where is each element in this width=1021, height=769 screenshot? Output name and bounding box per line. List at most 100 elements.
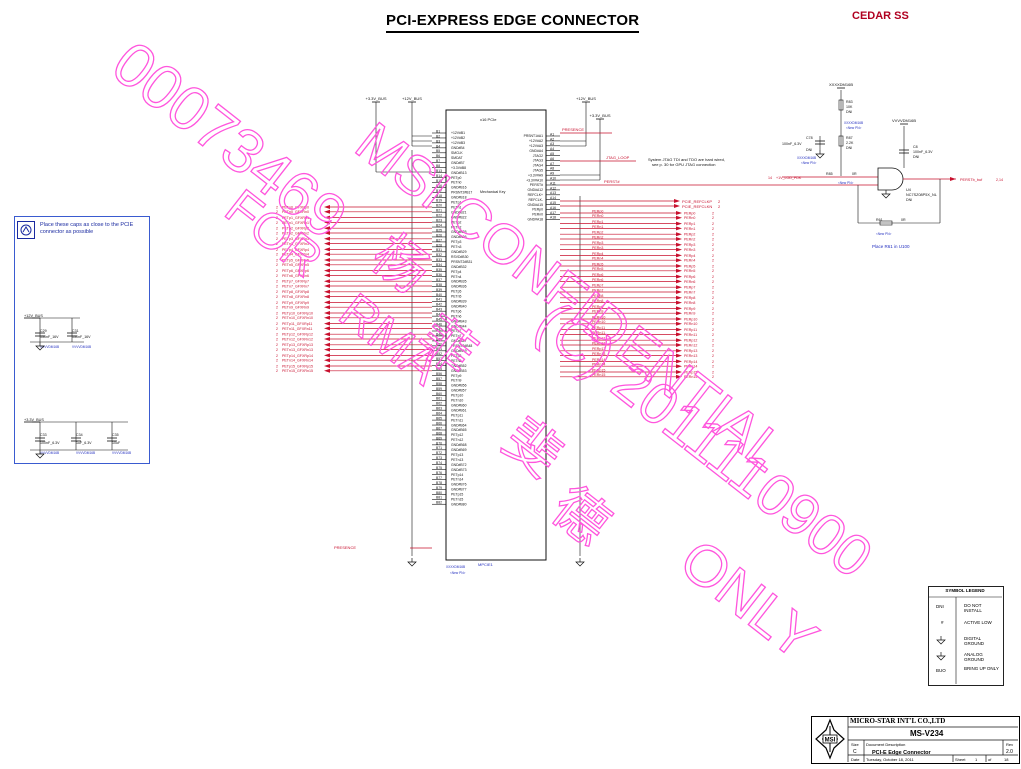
pin-name-left: GND#B57: [451, 389, 467, 393]
rx-net-sheet: 2: [712, 339, 714, 343]
pin-number-left: B78: [436, 481, 442, 485]
rx-net-label-far: PERp3: [684, 243, 695, 247]
tx-net-sheet: 2: [276, 263, 278, 267]
tx-net-label: PETp0_GFXRp0: [282, 205, 309, 209]
pin-name-left: PETn12: [451, 438, 463, 442]
legend-digital-ground: DIGITAL GROUND: [964, 636, 984, 646]
legend-title: SYMBOL LEGEND: [945, 588, 985, 593]
rx-net-sheet: 2: [712, 360, 714, 364]
sheet-label: Sheet: [955, 757, 966, 762]
watermark-cjk-4: 德: [541, 476, 620, 557]
pin-number-left: B24: [436, 223, 442, 227]
pin-name-left: PETp3: [451, 240, 461, 244]
offpage-arrow: [676, 332, 682, 337]
offpage-arrow: [324, 215, 330, 220]
pin-name-left: PETp13: [451, 453, 463, 457]
offpage-arrow: [676, 268, 682, 273]
rx-net-label-far: PERp10: [684, 317, 697, 321]
pin-number-left: B38: [436, 283, 442, 287]
rx-net-label: PERp10: [592, 315, 605, 319]
pin-number-right: A4: [550, 147, 554, 151]
document-description: PCI-E Edge Connector: [872, 750, 931, 756]
project-name: CEDAR SS: [852, 10, 909, 22]
tx-net-sheet: 2: [276, 343, 278, 347]
pin-name-left: PETn7: [451, 334, 461, 338]
rx-net-label-far: PERp15: [684, 370, 697, 374]
r61-refdes: R61: [876, 218, 883, 222]
pin-number-left: B16: [436, 184, 442, 188]
pin-number-left: B27: [436, 238, 442, 242]
c8-dni: DNI: [913, 155, 919, 159]
symbol-legend: [928, 586, 1004, 686]
info-icon: [17, 221, 35, 239]
pin-number-left: B43: [436, 308, 442, 312]
rx-net-label-far: PERp0: [684, 211, 695, 215]
legend-active-symbol: #: [941, 620, 944, 625]
rx-net-label: PERn15: [592, 373, 605, 377]
logo-text: MSI: [825, 738, 836, 744]
offpage-arrow: [324, 262, 330, 267]
pin-number-left: B71: [436, 446, 442, 450]
c31-part: VVVVDM16B: [72, 345, 91, 349]
pin-name-left: GND#B26: [451, 235, 467, 239]
rx-net-label-far: PERn14: [684, 365, 697, 369]
c31-refdes: C31: [72, 329, 79, 333]
r83-newpn: <New PN>: [846, 126, 862, 130]
rx-net-label: PERp14: [592, 358, 605, 362]
tx-net-label: PETp8_GFXRp8: [282, 290, 309, 294]
offpage-arrow: [324, 226, 330, 231]
pin-number-left: B54: [436, 362, 442, 366]
tx-net-sheet: 2: [276, 216, 278, 220]
xxx: VVVVDM16B: [892, 118, 916, 123]
rx-net-sheet: 2: [712, 264, 714, 268]
legend-bringup-symbol: BUO: [936, 668, 946, 673]
pin-name-left: PETn2: [451, 225, 461, 229]
rx-net-label-far: PERn10: [684, 322, 697, 326]
c31-value: 150nF_16V: [72, 335, 91, 339]
tx-net-sheet: 2: [276, 227, 278, 231]
place-r61-note: Place R61 in U100: [872, 244, 910, 249]
pin-name-right: +3.3V#A10: [526, 178, 543, 182]
pin-number-left: B37: [436, 278, 442, 282]
rx-net-sheet: 2: [712, 233, 714, 237]
board-model: MS-V234: [910, 729, 944, 738]
pin-number-right: A17: [550, 211, 556, 215]
rx-net-label: PERp4: [592, 252, 603, 256]
pin-name-left: PETn14: [451, 478, 463, 482]
rx-net-label-far: PERp8: [684, 296, 695, 300]
pin-number-left: B39: [436, 288, 442, 292]
offpage-arrow: [676, 295, 682, 300]
tx-net-label: PETn10_GFXRn10: [282, 316, 313, 320]
pin-name-left: GND#B7: [451, 161, 465, 165]
pin-name-left: PETn10: [451, 399, 463, 403]
offpage-arrow: [324, 289, 330, 294]
and-gate-u4: [877, 167, 904, 191]
pin-name-left: PETn0: [451, 181, 461, 185]
pin-name-left: PETn13: [451, 458, 463, 462]
r87-value: 2.2K: [846, 141, 854, 145]
ground-icon: [881, 193, 891, 199]
pin-number-left: B51: [436, 347, 442, 351]
pin-number-left: B4: [436, 144, 440, 148]
offpage-arrow: [674, 199, 680, 203]
c78-part: XXXXDM16B: [797, 156, 816, 160]
rx-net-label-far: PERp13: [684, 349, 697, 353]
tx-net-sheet: 2: [276, 221, 278, 225]
pin-number-left: B8: [436, 164, 440, 168]
rx-net-label-far: PERp9: [684, 307, 695, 311]
pin-name-left: GND#B65: [451, 428, 467, 432]
offpage-arrow: [676, 221, 682, 226]
tx-net-sheet: 2: [276, 231, 278, 235]
offpage-arrow: [324, 342, 330, 347]
rx-net-sheet: 2: [712, 317, 714, 321]
offpage-arrow: [676, 353, 682, 358]
u4-dni: DNI: [906, 198, 912, 202]
pin-name-left: GND#B60: [451, 403, 467, 407]
rx-net-label: PERp8: [592, 294, 603, 298]
rx-net-sheet: 2: [712, 349, 714, 353]
offpage-arrow: [324, 231, 330, 235]
offpage-arrow: [324, 364, 330, 368]
offpage-arrow: [676, 279, 682, 284]
pin-number-left: B49: [436, 337, 442, 341]
offpage-arrow: [676, 317, 682, 321]
